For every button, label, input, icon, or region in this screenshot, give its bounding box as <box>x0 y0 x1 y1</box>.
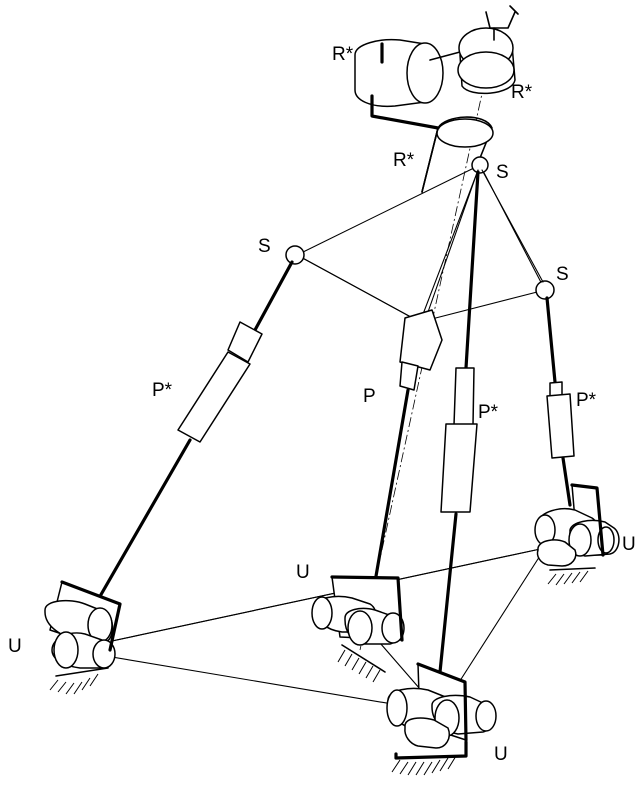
label-u-left: U <box>8 636 22 657</box>
r-joint-link <box>370 51 461 130</box>
s-joint-top <box>471 156 489 174</box>
label-u-bottom: U <box>494 744 508 765</box>
label-p-center-right: P* <box>478 402 499 423</box>
leg-left <box>93 260 294 607</box>
leg-center-right <box>438 170 480 674</box>
s-joint-left <box>285 245 305 265</box>
u-joint-center <box>311 575 405 683</box>
label-u-center: U <box>296 562 310 583</box>
gripper <box>485 5 519 41</box>
label-s-top: S <box>496 162 509 183</box>
r-joint-top-left <box>354 38 444 108</box>
moving-platform <box>296 164 546 323</box>
label-u-right: U <box>622 534 636 555</box>
leg-center <box>373 169 479 584</box>
label-r-top-right: R* <box>511 82 533 103</box>
label-s-left: S <box>258 236 271 257</box>
u-joint-bottom <box>386 662 497 776</box>
r-joint-top-right <box>457 27 516 95</box>
label-p-right: P* <box>576 390 597 411</box>
wrist-column <box>421 116 494 193</box>
u-joint-left <box>44 580 122 695</box>
label-r-top-left: R* <box>332 44 354 65</box>
u-joint-right <box>534 483 620 586</box>
label-p-center: P <box>363 386 376 407</box>
label-p-left: P* <box>152 380 173 401</box>
leg-right <box>481 169 575 507</box>
s-joint-right <box>535 280 555 300</box>
label-s-right: S <box>556 264 569 285</box>
label-r-mid: R* <box>393 150 415 171</box>
